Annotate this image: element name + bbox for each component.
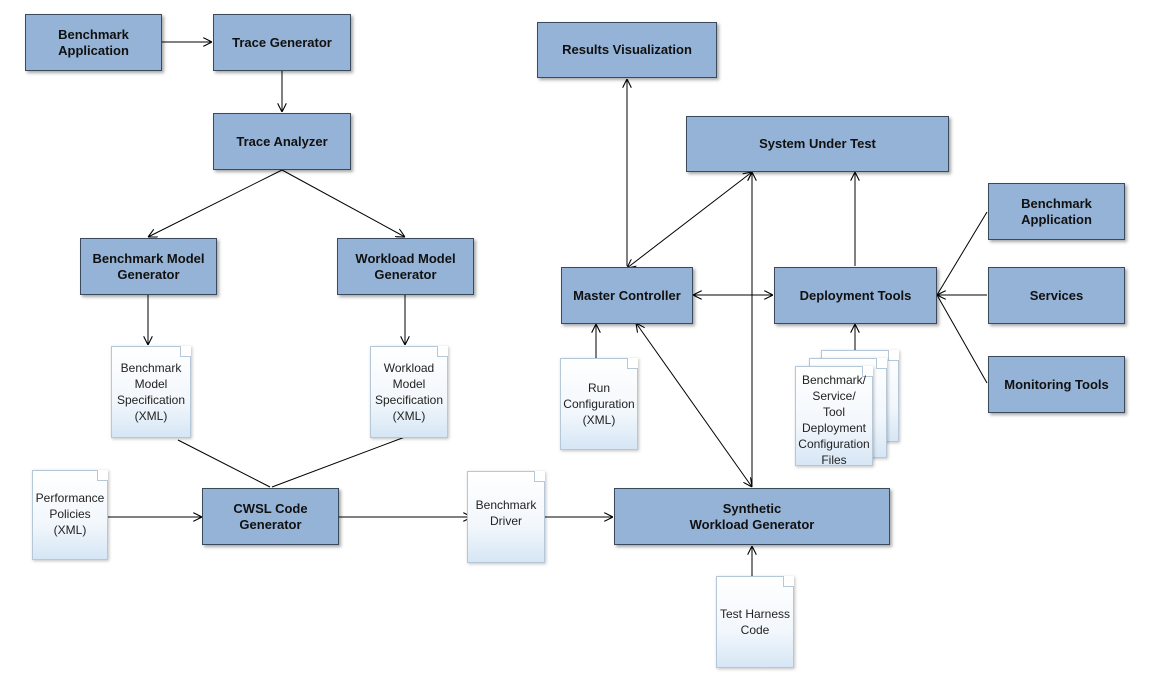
document-label: Run Configuration (XML) <box>563 381 635 427</box>
run-configuration-doc: Run Configuration (XML) <box>560 358 638 450</box>
deployment-tools-box: Deployment Tools <box>774 267 937 324</box>
cwsl-code-generator-box: CWSL Code Generator <box>202 488 339 545</box>
document-page-icon <box>795 366 873 466</box>
synthetic-workload-generator-box: Synthetic Workload Generator <box>614 488 890 545</box>
document-page-icon <box>467 471 545 563</box>
benchmark-driver-doc: Benchmark Driver <box>467 471 545 563</box>
test-harness-code-doc: Test Harness Code <box>716 576 794 668</box>
benchmark-application-right-box: Benchmark Application <box>988 183 1125 240</box>
monitoring-tools-box: Monitoring Tools <box>988 356 1125 413</box>
benchmark-model-generator-box: Benchmark Model Generator <box>80 238 217 295</box>
results-visualization-box: Results Visualization <box>537 22 717 78</box>
document-page-icon <box>111 346 191 438</box>
edge-master-system-under-test <box>627 172 752 268</box>
trace-generator-box: Trace Generator <box>213 14 351 71</box>
document-label: Benchmark Driver <box>475 498 537 528</box>
edge-analyzer-to-workload-model-gen <box>281 169 405 237</box>
edge-benchmark-app-right-to-deployment <box>936 211 988 296</box>
workload-model-generator-box: Workload Model Generator <box>337 238 474 295</box>
workload-model-specification-doc: Workload Model Specification (XML) <box>370 346 448 438</box>
master-controller-box: Master Controller <box>561 267 693 324</box>
document-label: Benchmark/ Service/ Tool Deployment Conf… <box>798 373 870 467</box>
benchmark-application-box: Benchmark Application <box>25 14 162 71</box>
edge-benchmark-spec-to-cwsl <box>177 439 271 488</box>
edge-monitoring-tools-to-deployment <box>936 294 988 384</box>
services-box: Services <box>988 267 1125 324</box>
document-page-icon <box>716 576 794 668</box>
document-label: Benchmark Model Specification (XML) <box>116 361 186 423</box>
trace-analyzer-box: Trace Analyzer <box>213 113 351 170</box>
document-page-icon <box>32 470 108 560</box>
system-under-test-box: System Under Test <box>686 116 949 172</box>
edge-workload-spec-to-cwsl <box>271 436 406 488</box>
document-label: Workload Model Specification (XML) <box>374 361 444 423</box>
document-page-icon <box>560 358 638 450</box>
document-label: Performance Policies (XML) <box>35 491 105 537</box>
document-label: Test Harness Code <box>719 607 791 637</box>
deployment-configuration-files-doc: Benchmark/ Service/ Tool Deployment Conf… <box>795 350 901 468</box>
document-page-icon <box>370 346 448 438</box>
edge-analyzer-to-benchmark-model-gen <box>148 169 283 237</box>
benchmark-model-specification-doc: Benchmark Model Specification (XML) <box>111 346 191 438</box>
edge-master-synthetic <box>636 323 752 487</box>
performance-policies-doc: Performance Policies (XML) <box>32 470 108 560</box>
